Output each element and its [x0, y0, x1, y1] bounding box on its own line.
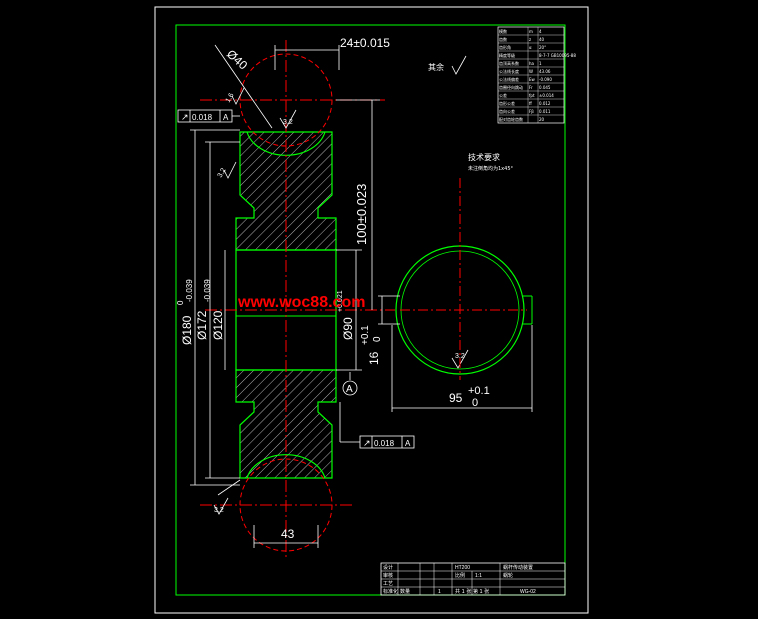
param-name: 齿向公差 — [499, 108, 515, 114]
dim-dia-172-tol-lower: -0.039 — [203, 279, 212, 302]
watermark-text: www.woc88.com — [237, 294, 365, 311]
param-symbol: ff — [529, 101, 532, 106]
dim-dia-120: Ø120 — [211, 310, 225, 340]
roughness-1-6: 1.6 — [225, 92, 236, 104]
outer-frame — [154, 6, 589, 614]
dim-bore-width-tol-upper: +0.1 — [468, 385, 490, 397]
param-value: 0.011 — [539, 109, 551, 114]
param-symbol: z — [529, 37, 531, 42]
roughness-3-2-b: 3.2 — [217, 167, 228, 179]
tolerance-frame-bottom: ↗ 0.018 A — [359, 435, 415, 449]
param-value: 20° — [539, 45, 546, 50]
param-name: 公法线偏差 — [499, 76, 519, 82]
param-name: 配对齿轮齿数 — [499, 116, 523, 122]
tb-checker-label: 审核 — [383, 572, 393, 579]
roughness-3-2-d: 3.2 — [455, 353, 465, 360]
dim-bore-depth-16: 16 — [367, 351, 381, 365]
svg-text:0.018: 0.018 — [192, 113, 213, 122]
roughness-symbols — [213, 55, 469, 515]
param-symbol: fpt — [529, 93, 535, 98]
param-value: 1 — [539, 61, 542, 66]
tb-scale: 1:1 — [475, 573, 482, 579]
svg-text:↗: ↗ — [181, 112, 189, 122]
param-value: 8-7-7 GB10095-88 — [539, 53, 576, 58]
dim-distance-100: 100±0.023 — [354, 184, 369, 245]
param-name: 齿顶高系数 — [499, 60, 519, 66]
svg-text:0.018: 0.018 — [374, 439, 395, 448]
svg-text:A: A — [405, 439, 411, 448]
dim-hub-width-43: 43 — [281, 527, 295, 541]
svg-text:↗: ↗ — [363, 438, 371, 448]
drawing-border — [175, 24, 566, 596]
dim-dia-40: Ø40 — [224, 47, 250, 73]
side-dimension-lines — [378, 295, 533, 412]
dim-bore-width-tol-lower: 0 — [472, 397, 478, 409]
param-name: 公差 — [499, 92, 507, 98]
param-symbol: α — [529, 45, 532, 50]
param-value: 4 — [539, 29, 542, 34]
dim-bore-depth-tol-lower: 0 — [372, 336, 383, 342]
tech-requirements-title: 技术要求 — [468, 152, 500, 162]
tb-standard-label: 标准化 — [383, 588, 398, 595]
param-value: -0.090 — [539, 77, 552, 82]
svg-text:A: A — [223, 113, 229, 122]
dim-dia-172: Ø172 — [195, 310, 209, 340]
datum-circle — [342, 380, 358, 396]
tb-qty-label: 数量 — [400, 588, 410, 595]
param-name: 模数 — [499, 28, 507, 34]
param-value: 43.06 — [539, 69, 551, 74]
tech-requirements-line1: 未注倒角均为1x45° — [468, 165, 514, 172]
dim-bore-width-95: 95 — [449, 391, 463, 405]
param-name: 齿形公差 — [499, 100, 515, 106]
param-symbol: m — [529, 29, 533, 34]
datum-label: A — [346, 384, 353, 395]
dim-dia-180: Ø180 — [180, 315, 194, 345]
tolerance-frame-top: ↗ 0.018 A — [177, 109, 233, 123]
tb-sheet: 共 1 张 第 1 张 — [455, 588, 489, 595]
dim-dia-180-tol-lower: -0.039 — [185, 279, 194, 302]
tb-drawing-no: WG-02 — [520, 589, 536, 595]
tb-material: HT200 — [455, 565, 470, 571]
title-block — [380, 562, 566, 596]
param-name: 精度等级 — [499, 52, 515, 58]
param-value: 20 — [539, 117, 545, 122]
tb-process-label: 工艺 — [383, 581, 393, 587]
dim-width-24: 24±0.015 — [340, 36, 390, 50]
gear-parameter-table: 模数 m 4 齿数 z 40 齿形角 α 20° 精度等级 8-7-7 GB10095-88 齿顶高系… — [497, 26, 576, 124]
tb-scale-label: 比例 — [455, 572, 465, 579]
tb-designer-label: 设计 — [383, 564, 393, 571]
roughness-3-2-c: 3.2 — [214, 507, 224, 514]
param-value: 0.045 — [539, 85, 551, 90]
roughness-others-label: 其余 — [428, 62, 444, 72]
param-name: 齿形角 — [499, 44, 511, 50]
param-value: 40 — [539, 37, 545, 42]
tb-part-name: 蜗杆传动装置 — [503, 564, 533, 571]
param-name: 齿数 — [499, 36, 507, 42]
param-symbol: ha — [529, 61, 535, 66]
param-symbol: Fβ — [529, 109, 534, 114]
param-name: 公法线长度 — [499, 68, 519, 74]
param-symbol: W — [529, 69, 533, 74]
param-symbol: Fr — [529, 85, 533, 90]
side-view — [395, 178, 533, 380]
tb-drawing-name: 蜗轮 — [503, 572, 513, 579]
dim-bore-depth-tol-upper: +0.1 — [360, 325, 371, 345]
param-name: 齿圈径向跳动 — [499, 84, 523, 90]
param-value: 0.012 — [539, 101, 551, 106]
section-view — [200, 40, 395, 560]
dim-dia-180-tol-upper: 0 — [176, 300, 185, 305]
dimension-lines — [190, 44, 380, 548]
dim-dia-90: Ø90 — [341, 317, 355, 340]
param-value: ±0.014 — [539, 93, 554, 98]
roughness-3-2-a: 3.2 — [283, 119, 293, 126]
param-symbol: Ew — [529, 77, 536, 82]
lower-throat-arc — [246, 454, 326, 479]
dim-dia-90-tol: +0.021 — [337, 290, 344, 312]
tb-qty: 1 — [438, 589, 441, 595]
